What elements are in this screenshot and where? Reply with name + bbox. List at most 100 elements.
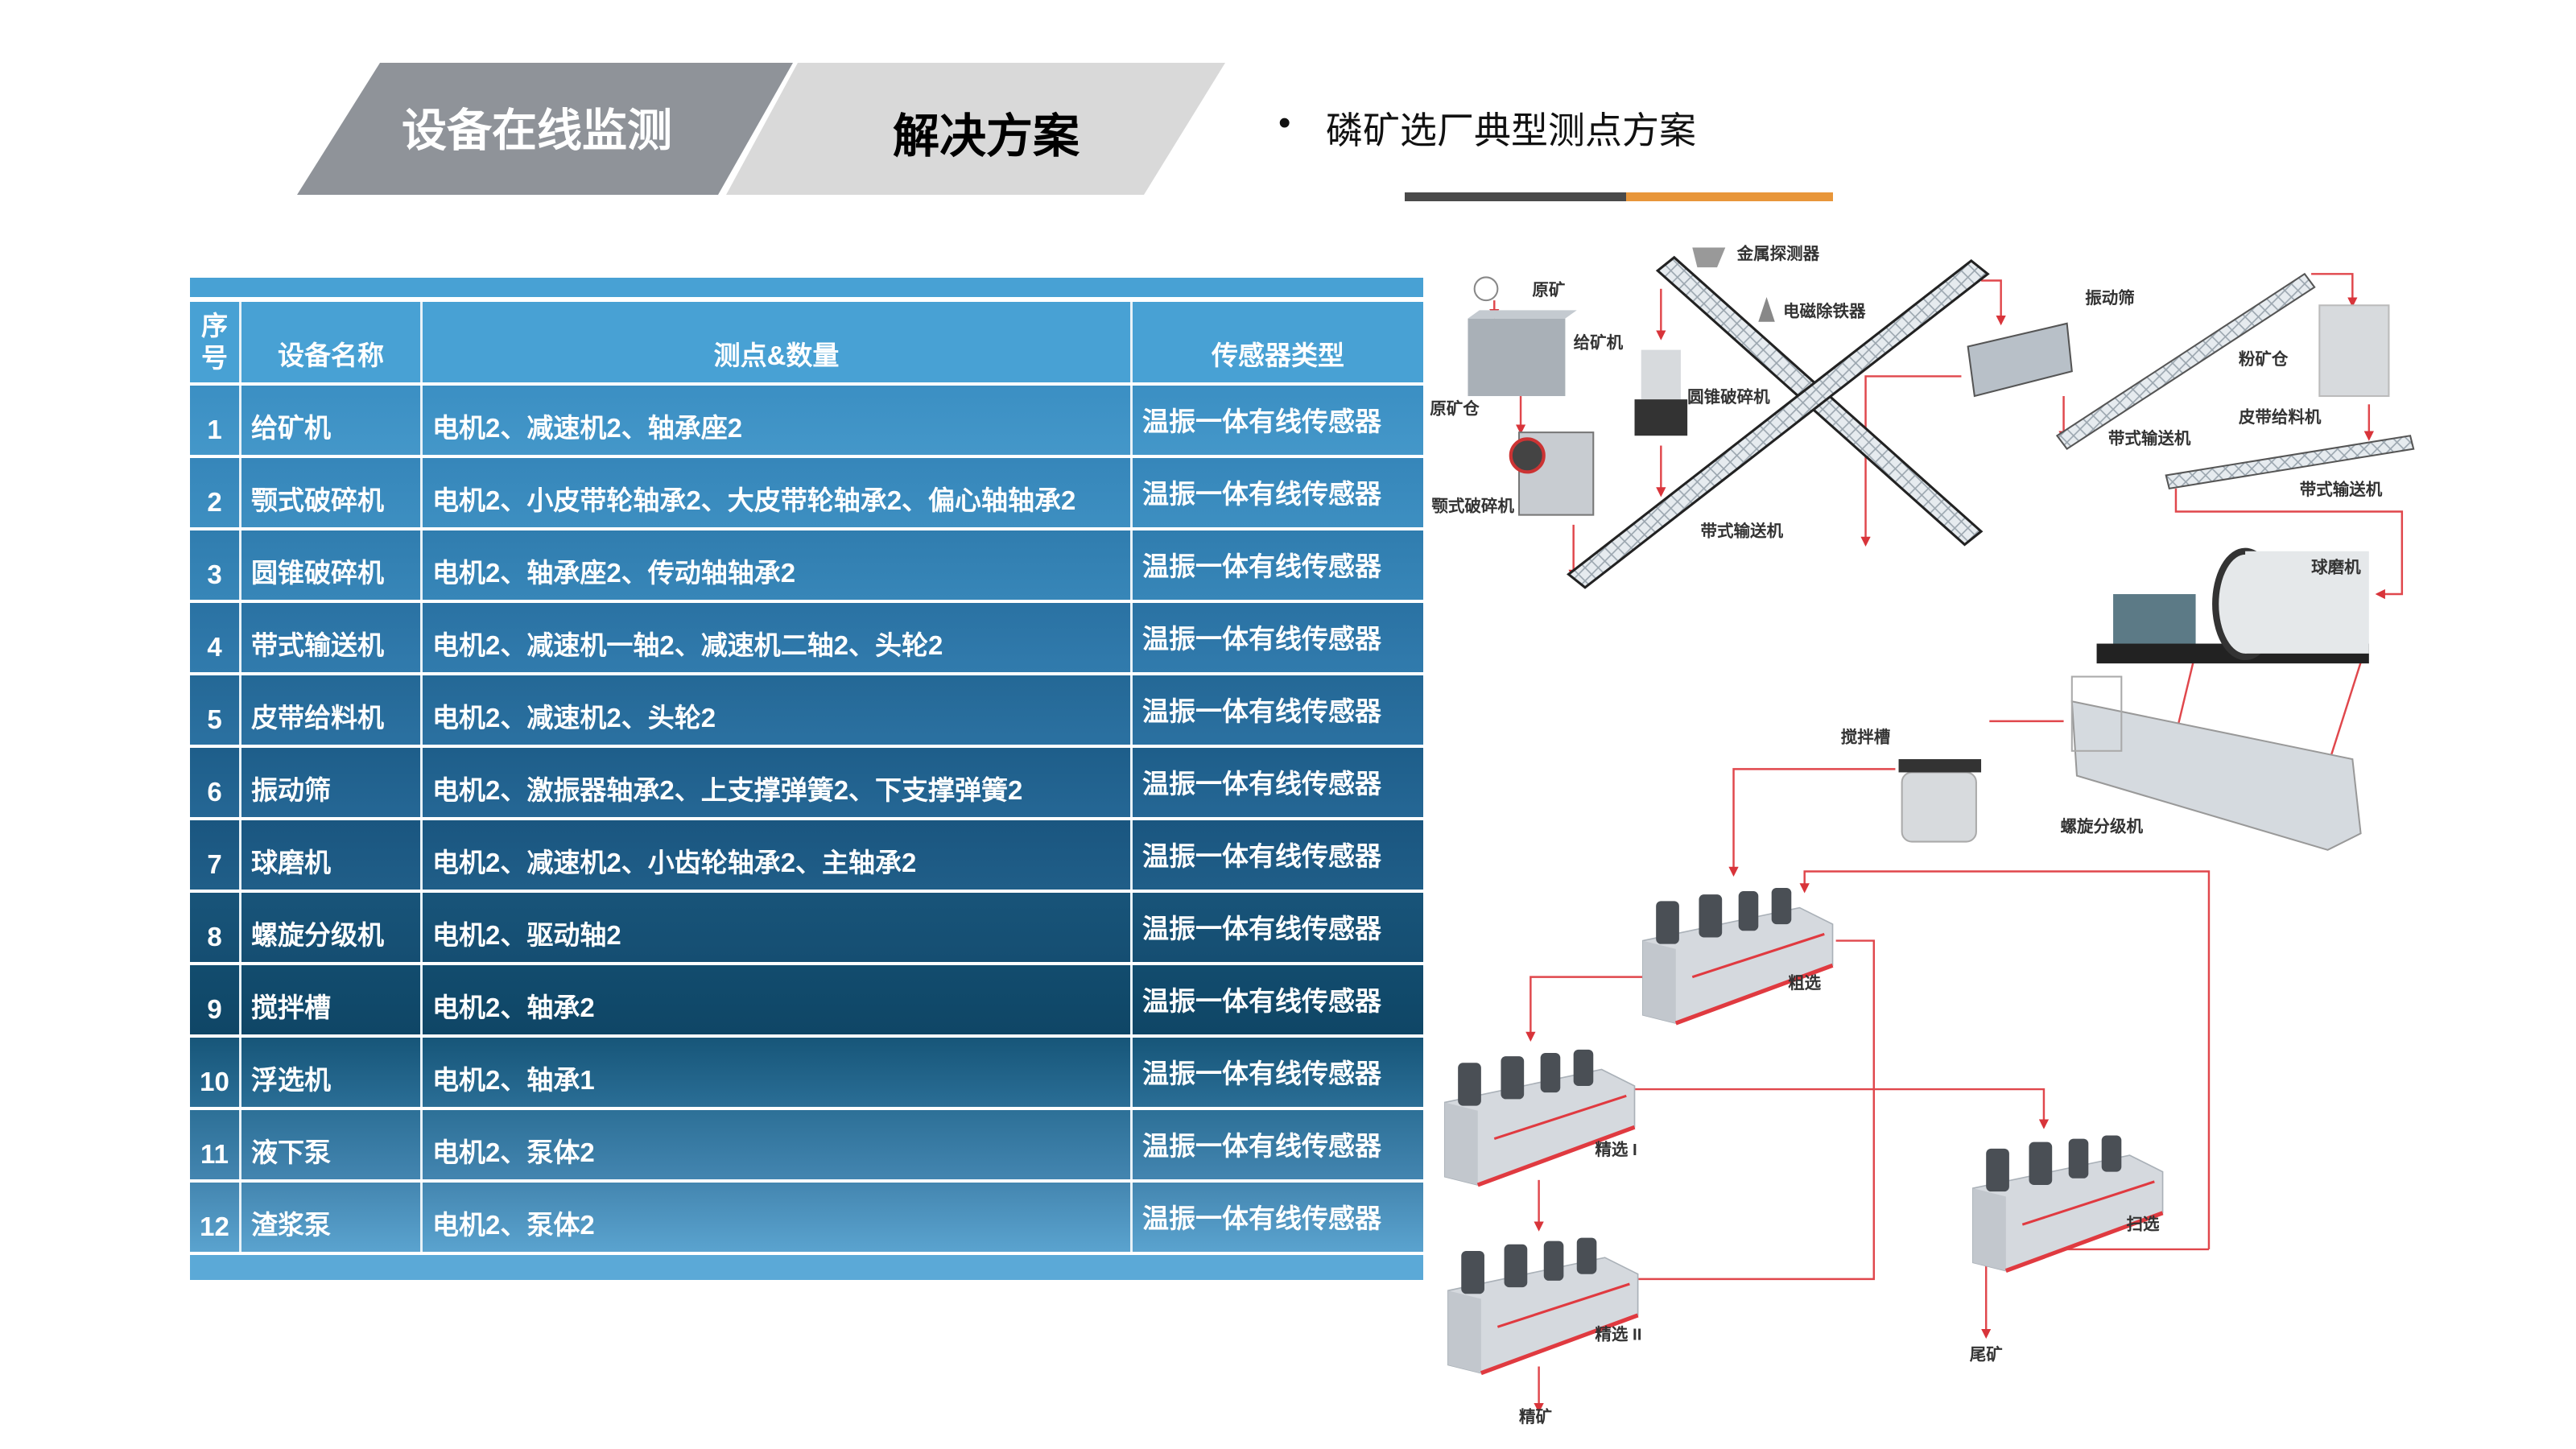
cell-index: 5 bbox=[190, 675, 242, 745]
cell-equipment-name: 渣浆泵 bbox=[242, 1183, 423, 1252]
cell-sensor-type: 温振一体有线传感器 bbox=[1142, 1203, 1381, 1233]
cell-equipment-name: 皮带给料机 bbox=[242, 675, 423, 745]
cell-index: 9 bbox=[190, 965, 242, 1034]
label-scavenger: 扫选 bbox=[2126, 1214, 2160, 1233]
label-belt-conveyor-main: 带式输送机 bbox=[1701, 521, 1784, 540]
cell-equipment-name: 颚式破碎机 bbox=[242, 458, 423, 527]
cell-index: 3 bbox=[190, 530, 242, 600]
title-underline-accent bbox=[1626, 192, 1833, 201]
header-index-bottom: 号 bbox=[201, 343, 228, 373]
label-vibrating-screen: 振动筛 bbox=[2085, 288, 2134, 308]
label-spiral-classifier: 螺旋分级机 bbox=[2060, 816, 2143, 836]
label-cone-crusher: 圆锥破碎机 bbox=[1687, 387, 1770, 407]
cell-index: 10 bbox=[190, 1038, 242, 1107]
cell-measurement-points: 电机2、驱动轴2 bbox=[423, 893, 1133, 962]
label-concentrate: 精矿 bbox=[1519, 1407, 1552, 1426]
header-tabs bbox=[297, 63, 1225, 195]
header-index-top: 序 bbox=[201, 311, 228, 341]
label-belt-feeder: 皮带给料机 bbox=[2239, 407, 2322, 427]
page-subtitle: 磷矿选厂典型测点方案 bbox=[1326, 109, 1696, 151]
flow-lines bbox=[1489, 273, 2404, 1414]
tab-online-monitoring-bg[interactable] bbox=[297, 63, 793, 195]
label-raw-ore: 原矿 bbox=[1532, 280, 1565, 299]
tab-online-monitoring[interactable]: 设备在线监测 bbox=[402, 105, 672, 156]
cell-sensor-type: 温振一体有线传感器 bbox=[1142, 986, 1381, 1016]
diagram-labels: 原矿 原矿仓 给矿机 颚式破碎机 金属探测器 电磁除铁器 圆锥破碎机 带式输送机… bbox=[1430, 244, 2382, 1426]
cell-equipment-name: 搅拌槽 bbox=[242, 965, 423, 1034]
label-raw-ore-bin: 原矿仓 bbox=[1430, 399, 1480, 419]
cell-equipment-name: 圆锥破碎机 bbox=[242, 530, 423, 600]
cell-measurement-points: 电机2、泵体2 bbox=[423, 1183, 1133, 1252]
cell-index: 8 bbox=[190, 893, 242, 962]
equipment-shapes bbox=[1445, 247, 2390, 1373]
cell-index: 4 bbox=[190, 603, 242, 672]
header-name: 设备名称 bbox=[242, 302, 423, 382]
cell-measurement-points: 电机2、减速机一轴2、减速机二轴2、头轮2 bbox=[423, 603, 1133, 672]
cell-equipment-name: 振动筛 bbox=[242, 748, 423, 817]
tab-solution[interactable]: 解决方案 bbox=[892, 110, 1080, 163]
title-underline-dark bbox=[1405, 192, 1626, 201]
cell-sensor-type: 温振一体有线传感器 bbox=[1142, 841, 1381, 871]
label-jaw-crusher: 颚式破碎机 bbox=[1431, 497, 1514, 516]
label-rougher: 粗选 bbox=[1788, 973, 1822, 993]
cell-sensor-type: 温振一体有线传感器 bbox=[1142, 551, 1381, 581]
label-agitation-tank: 搅拌槽 bbox=[1841, 728, 1891, 747]
table-bottom-strip bbox=[190, 1255, 1423, 1280]
cell-index: 1 bbox=[190, 386, 242, 455]
cell-sensor-type: 温振一体有线传感器 bbox=[1142, 624, 1381, 654]
bullet-icon: • bbox=[1278, 103, 1291, 142]
header-index: 序 号 bbox=[190, 302, 242, 382]
cell-equipment-name: 浮选机 bbox=[242, 1038, 423, 1107]
label-metal-detector: 金属探测器 bbox=[1736, 244, 1820, 263]
tab-solution-bg[interactable] bbox=[726, 63, 1225, 195]
table-header-row: 序 号 设备名称 测点&数量 传感器类型 bbox=[190, 302, 1423, 382]
cell-sensor-type: 温振一体有线传感器 bbox=[1142, 407, 1381, 436]
cell-equipment-name: 带式输送机 bbox=[242, 603, 423, 672]
cell-index: 11 bbox=[190, 1110, 242, 1179]
conveyor-belts bbox=[1567, 255, 2415, 589]
cell-measurement-points: 电机2、轴承2 bbox=[423, 965, 1133, 1034]
cell-measurement-points: 电机2、激振器轴承2、上支撑弹簧2、下支撑弹簧2 bbox=[423, 748, 1133, 817]
cell-index: 2 bbox=[190, 458, 242, 527]
cell-measurement-points: 电机2、小皮带轮轴承2、大皮带轮轴承2、偏心轴轴承2 bbox=[423, 458, 1133, 527]
cell-equipment-name: 球磨机 bbox=[242, 820, 423, 890]
cell-measurement-points: 电机2、泵体2 bbox=[423, 1110, 1133, 1179]
label-cleaner-1: 精选 I bbox=[1595, 1140, 1637, 1159]
cell-sensor-type: 温振一体有线传感器 bbox=[1142, 1131, 1381, 1161]
label-feeder: 给矿机 bbox=[1574, 333, 1624, 353]
label-tailings: 尾矿 bbox=[1970, 1344, 2003, 1364]
cell-equipment-name: 螺旋分级机 bbox=[242, 893, 423, 962]
cell-index: 7 bbox=[190, 820, 242, 890]
label-belt-conveyor-2: 带式输送机 bbox=[2108, 428, 2191, 448]
label-magnetic-separator: 电磁除铁器 bbox=[1783, 302, 1866, 321]
cell-index: 6 bbox=[190, 748, 242, 817]
cell-measurement-points: 电机2、轴承1 bbox=[423, 1038, 1133, 1107]
cell-sensor-type: 温振一体有线传感器 bbox=[1142, 1059, 1381, 1088]
cell-measurement-points: 电机2、减速机2、轴承座2 bbox=[423, 386, 1133, 455]
header-sensor: 传感器类型 bbox=[1212, 341, 1344, 370]
label-ball-mill: 球磨机 bbox=[2311, 557, 2361, 576]
header-points: 测点&数量 bbox=[423, 302, 1133, 382]
cell-sensor-type: 温振一体有线传感器 bbox=[1142, 479, 1381, 509]
cell-measurement-points: 电机2、减速机2、头轮2 bbox=[423, 675, 1133, 745]
cell-sensor-type: 温振一体有线传感器 bbox=[1142, 769, 1381, 799]
cell-equipment-name: 给矿机 bbox=[242, 386, 423, 455]
cell-sensor-type: 温振一体有线传感器 bbox=[1142, 914, 1381, 943]
cell-measurement-points: 电机2、轴承座2、传动轴轴承2 bbox=[423, 530, 1133, 600]
table-top-strip bbox=[190, 278, 1423, 297]
cell-measurement-points: 电机2、减速机2、小齿轮轴承2、主轴承2 bbox=[423, 820, 1133, 890]
cell-sensor-type: 温振一体有线传感器 bbox=[1142, 696, 1381, 726]
cell-index: 12 bbox=[190, 1183, 242, 1252]
